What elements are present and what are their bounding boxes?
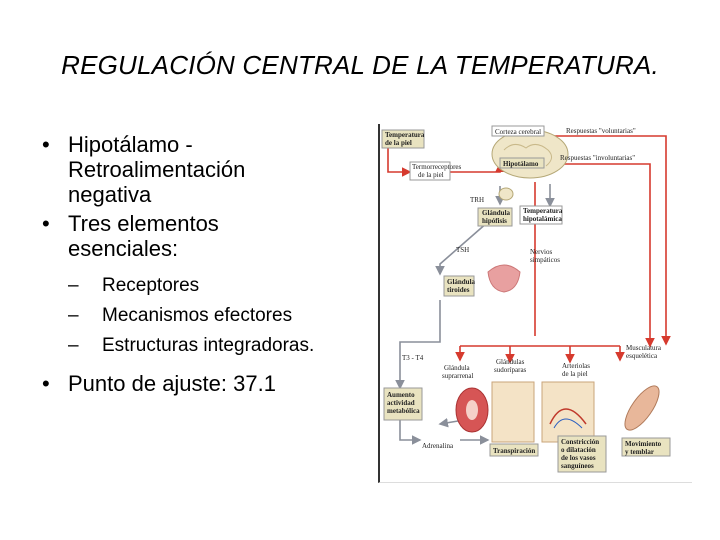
bullet-line: Retroalimentación bbox=[68, 157, 246, 182]
label-muscle-1: Musculatura bbox=[626, 344, 662, 352]
label-metabolic-2: actividad bbox=[387, 399, 415, 407]
label-temp-skin-1: Temperatura bbox=[385, 131, 425, 139]
label-tsh: TSH bbox=[456, 246, 469, 254]
label-hyp-temp-2: hipotalámica bbox=[523, 215, 562, 223]
muscle-illustration bbox=[624, 385, 660, 431]
label-shiver-1: Movimiento bbox=[625, 440, 662, 448]
brain-illustration bbox=[491, 129, 569, 179]
label-thyroid-1: Glándula bbox=[447, 278, 476, 286]
label-sweat-2: sudoríparas bbox=[494, 366, 527, 374]
sub-bullet-receptors: – Receptores bbox=[30, 271, 370, 301]
label-arterioles-1: Arteriolas bbox=[562, 362, 590, 370]
label-metabolic-3: metabólica bbox=[387, 407, 420, 415]
bullet-list: • Hipotálamo - Retroalimentación negativ… bbox=[30, 132, 370, 400]
label-shiver-2: y temblar bbox=[625, 448, 654, 456]
bullet-line: Tres elementos bbox=[68, 211, 219, 236]
bullet-three-elements: • Tres elementos esenciales: bbox=[30, 211, 370, 261]
label-perspiration: Transpiración bbox=[493, 447, 535, 455]
label-adrenaline: Adrenalina bbox=[422, 442, 454, 450]
label-metabolic-1: Aumento bbox=[387, 391, 415, 399]
sweat-gland-illustration bbox=[491, 381, 535, 443]
dash-marker: – bbox=[68, 275, 79, 296]
slide-title: REGULACIÓN CENTRAL DE LA TEMPERATURA. bbox=[61, 50, 659, 80]
label-sympathetic-2: simpáticos bbox=[530, 256, 560, 264]
label-involuntary: Respuestas "involuntarias" bbox=[560, 154, 635, 162]
sub-bullet-effectors: – Mecanismos efectores bbox=[30, 301, 370, 331]
voluntary-arrow bbox=[552, 135, 671, 346]
label-trh: TRH bbox=[470, 196, 484, 204]
label-pituitary-2: hipófisis bbox=[482, 217, 507, 225]
label-arterioles-2: de la piel bbox=[562, 370, 588, 378]
label-vessels-4: sanguíneos bbox=[561, 462, 594, 470]
sub-bullet-list: – Receptores – Mecanismos efectores – Es… bbox=[30, 271, 370, 361]
sub-bullet-text: Receptores bbox=[102, 275, 200, 296]
label-thermoreceptors-1: Termorreceptores bbox=[412, 163, 462, 171]
label-vessels-1: Constricción bbox=[561, 438, 599, 446]
label-thermoreceptors-2: de la piel bbox=[418, 171, 444, 179]
label-voluntary: Respuestas "voluntarias" bbox=[566, 127, 636, 135]
arteriole-illustration bbox=[541, 381, 595, 443]
bullet-marker: • bbox=[42, 371, 50, 396]
label-sympathetic-1: Nervios bbox=[530, 248, 552, 256]
involuntary-arrow bbox=[552, 163, 655, 348]
label-vessels-2: o dilatación bbox=[561, 446, 596, 454]
dash-marker: – bbox=[68, 305, 79, 326]
bullet-line: esenciales: bbox=[68, 236, 179, 261]
label-adrenal-2: suprarrenal bbox=[442, 372, 474, 380]
bullet-marker: • bbox=[42, 132, 50, 157]
bullet-set-point: • Punto de ajuste: 37.1 bbox=[30, 371, 370, 396]
bullet-text: Punto de ajuste: 37.1 bbox=[68, 371, 276, 396]
bullet-marker: • bbox=[42, 211, 50, 236]
sub-bullet-integrators: – Estructuras integradoras. bbox=[30, 331, 370, 361]
thermoregulation-diagram: Temperatura de la piel Corteza cerebral … bbox=[378, 124, 692, 483]
sub-bullet-text: Estructuras integradoras. bbox=[102, 335, 315, 356]
label-cortex: Corteza cerebral bbox=[495, 128, 541, 136]
label-adrenal-1: Glándula bbox=[444, 364, 471, 372]
bullet-line: Hipotálamo - bbox=[68, 132, 193, 157]
label-temp-skin-2: de la piel bbox=[385, 139, 412, 147]
sub-bullet-text: Mecanismos efectores bbox=[102, 305, 293, 326]
dash-marker: – bbox=[68, 335, 79, 356]
label-pituitary-1: Glándula bbox=[482, 209, 511, 217]
label-hyp-temp-1: Temperatura bbox=[523, 207, 563, 215]
bullet-line: negativa bbox=[68, 182, 152, 207]
label-muscle-2: esquelética bbox=[626, 352, 658, 360]
bullet-hypothalamus: • Hipotálamo - Retroalimentación negativ… bbox=[30, 132, 370, 207]
thyroid-illustration bbox=[487, 264, 521, 293]
label-thyroid-2: tiroides bbox=[447, 286, 470, 294]
label-t3t4: T3 - T4 bbox=[402, 354, 424, 362]
label-sweat-1: Glándulas bbox=[496, 358, 525, 366]
label-vessels-3: de los vasos bbox=[561, 454, 596, 462]
label-hypothalamus: Hipotálamo bbox=[503, 160, 539, 168]
